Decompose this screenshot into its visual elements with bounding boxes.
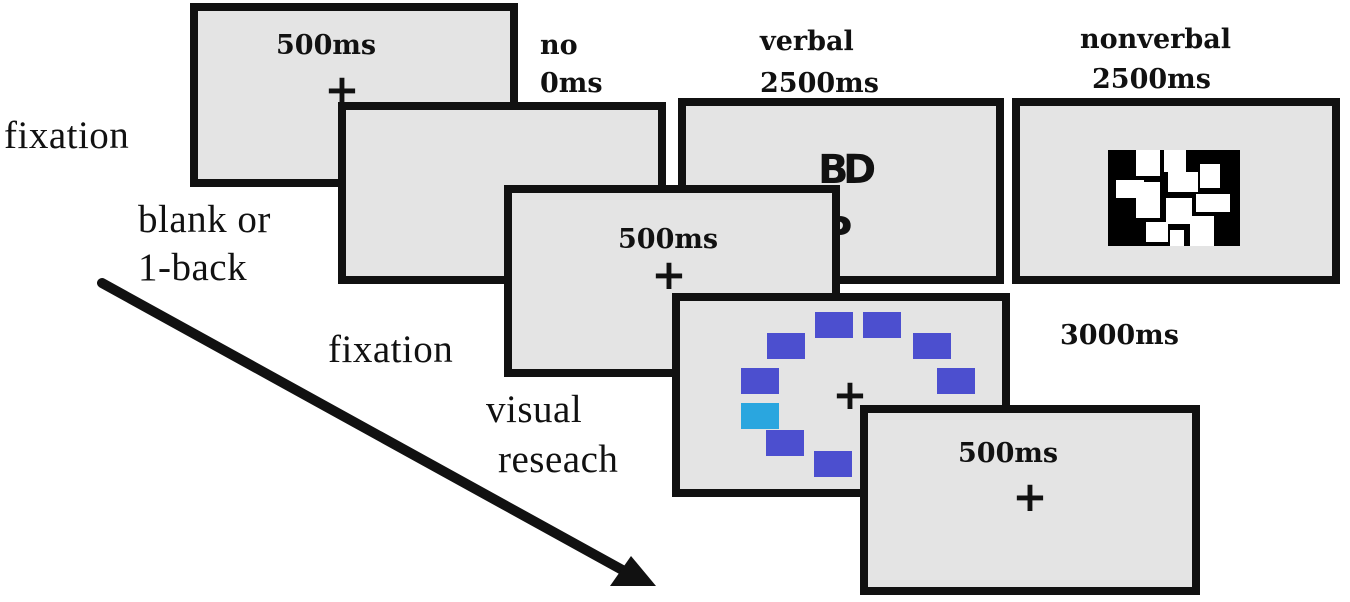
pattern-cell [1170,230,1184,246]
distractor-square [814,451,852,477]
pattern-cell [1168,172,1198,192]
condition-nonverbal-name: nonverbal [1080,24,1231,55]
fixation-cross-icon: + [651,250,687,299]
target-square [741,403,779,429]
pattern-cell [1164,150,1186,172]
verbal-letter-1: B [818,147,849,193]
pattern-cell [1146,222,1168,242]
distractor-square [913,333,951,359]
pattern-cell [1196,194,1230,212]
blank-label-line2: 1-back [138,246,248,289]
final-screen [860,405,1200,595]
distractor-square [937,368,975,394]
fixation-1-label: fixation [4,114,130,157]
fixation-1-duration: 500ms [276,30,377,61]
distractor-square [767,333,805,359]
nonverbal-pattern [1108,150,1240,246]
final-duration: 500ms [958,438,1059,469]
condition-verbal-duration: 2500ms [760,68,879,99]
pattern-cell [1166,198,1192,224]
pattern-cell [1200,164,1220,188]
pattern-cell [1136,182,1160,218]
pattern-cell [1136,150,1160,176]
visual-search-label-line2: reseach [498,438,619,481]
condition-verbal-name: verbal [760,26,854,57]
verbal-letter-2: D [843,147,877,193]
fixation-2-duration: 500ms [618,224,719,255]
condition-no-name: no [540,30,578,61]
blank-label-line1: blank or [138,198,271,241]
distractor-square [766,430,804,456]
distractor-square [863,312,901,338]
distractor-square [741,368,779,394]
pattern-cell [1190,216,1214,246]
condition-no-duration: 0ms [540,68,603,99]
condition-nonverbal-duration: 2500ms [1092,64,1211,95]
visual-search-duration: 3000ms [1060,320,1179,351]
fixation-cross-icon: + [1012,472,1048,521]
distractor-square [815,312,853,338]
fixation-2-label: fixation [328,328,454,371]
visual-search-label-line1: visual [486,388,583,431]
